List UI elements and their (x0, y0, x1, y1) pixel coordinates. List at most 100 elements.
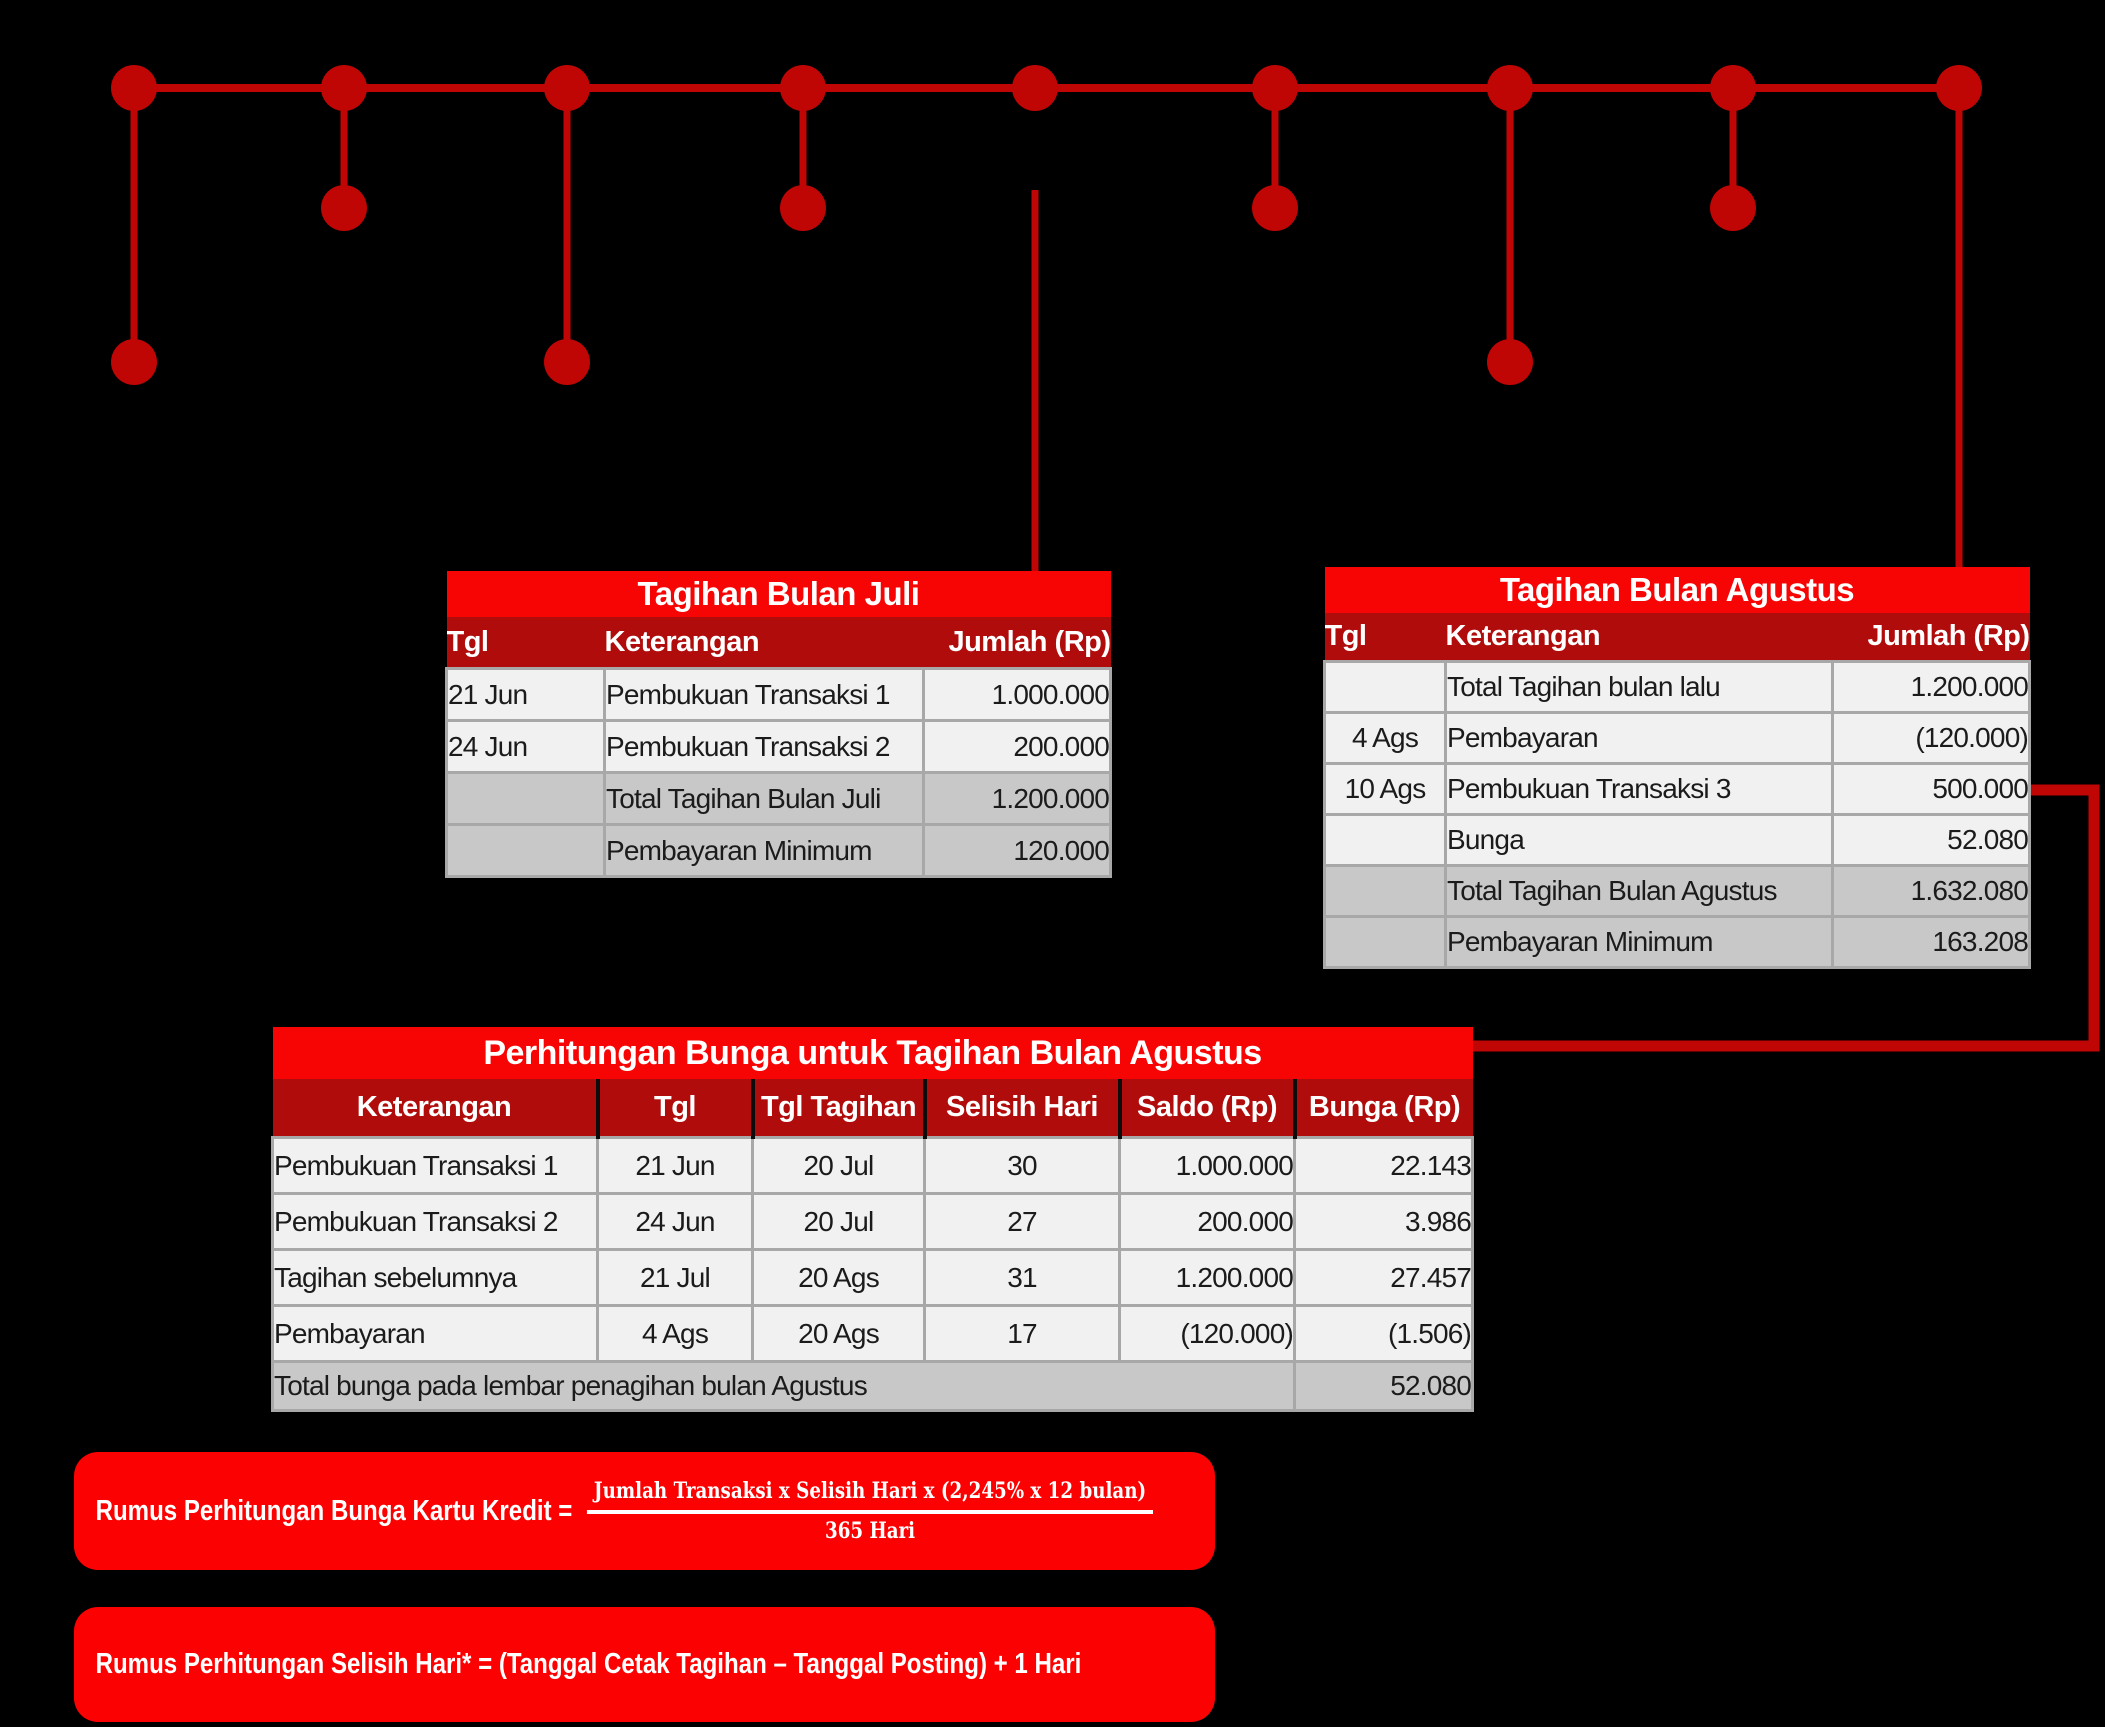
table-row: Pembayaran 4 Ags 20 Ags 17 (120.000) (1.… (271, 1304, 1475, 1363)
column-header-keterangan: Keterangan (1445, 613, 1833, 662)
cell-selisih: 17 (923, 1304, 1121, 1363)
cell-tgl (1323, 660, 1447, 714)
cell-tgl: 24 Jun (445, 719, 606, 774)
cell-tgl-tagihan: 20 Ags (751, 1248, 926, 1307)
timeline-node-dot (1252, 65, 1298, 111)
timeline-node-dot (1710, 65, 1756, 111)
timeline-event-dot (321, 185, 367, 231)
column-header-saldo: Saldo (Rp) (1117, 1079, 1295, 1138)
table-row: Tagihan Bulan Juli (446, 571, 1111, 617)
cell-keterangan: Pembayaran (271, 1304, 599, 1363)
formula-selisih-text: Rumus Perhitungan Selisih Hari* = (Tangg… (95, 1648, 1082, 1680)
timeline-event-dot (544, 339, 590, 385)
cell-saldo: (120.000) (1118, 1304, 1296, 1363)
table-row: Pembayaran Minimum 163.208 (1323, 915, 2032, 969)
column-header-jumlah: Jumlah (Rp) (923, 617, 1111, 669)
fraction-numerator: Jumlah Transaksi x Selisih Hari x (2,245… (587, 1478, 1153, 1514)
cell-selisih: 31 (923, 1248, 1121, 1307)
table-row: Perhitungan Bunga untuk Tagihan Bulan Ag… (272, 1027, 1473, 1079)
timeline-event-dot (1252, 185, 1298, 231)
cell-tgl-tagihan: 20 Ags (751, 1304, 926, 1363)
timeline-node-dot (544, 65, 590, 111)
timeline-event-dot (780, 185, 826, 231)
table-row: Pembukuan Transaksi 2 24 Jun 20 Jul 27 2… (271, 1192, 1475, 1251)
cell-jumlah: 1.200.000 (1830, 660, 2032, 714)
table-row: Keterangan Tgl Tgl Tagihan Selisih Hari … (272, 1079, 1473, 1138)
cell-keterangan: Pembayaran Minimum (1444, 915, 1834, 969)
fraction-denominator: 365 Hari (824, 1517, 916, 1544)
cell-keterangan: Pembukuan Transaksi 2 (603, 719, 925, 774)
timeline-node-dot (321, 65, 367, 111)
table-row: Total Tagihan Bulan Juli 1.200.000 (445, 771, 1113, 826)
cell-keterangan: Tagihan sebelumnya (271, 1248, 599, 1307)
formula-selisih-content: Rumus Perhitungan Selisih Hari* = (Tangg… (74, 1648, 1082, 1681)
cell-tgl: 4 Ags (596, 1304, 754, 1363)
cell-tgl (1323, 864, 1447, 918)
cell-saldo: 1.000.000 (1118, 1136, 1296, 1195)
table-row: 21 Jun Pembukuan Transaksi 1 1.000.000 (445, 667, 1113, 722)
cell-selisih: 27 (923, 1192, 1121, 1251)
timeline-node-dot (111, 65, 157, 111)
cell-jumlah: 120.000 (921, 823, 1113, 878)
column-header-tgl: Tgl (446, 617, 605, 669)
cell-bunga: 22.143 (1292, 1136, 1475, 1195)
cell-jumlah: 163.208 (1830, 915, 2032, 969)
cell-tgl (445, 771, 606, 826)
timeline-event-dot (1487, 339, 1533, 385)
column-header-tgl: Tgl (1324, 613, 1446, 662)
timeline-event-dot (1710, 185, 1756, 231)
table-row: 24 Jun Pembukuan Transaksi 2 200.000 (445, 719, 1113, 774)
cell-tgl (445, 823, 606, 878)
table-row: Total bunga pada lembar penagihan bulan … (271, 1360, 1475, 1412)
formula-fraction: Jumlah Transaksi x Selisih Hari x (2,245… (587, 1478, 1153, 1544)
table-row: Total Tagihan bulan lalu 1.200.000 (1323, 660, 2032, 714)
timeline-node-dot (780, 65, 826, 111)
column-header-selisih-hari: Selisih Hari (922, 1079, 1120, 1138)
cell-keterangan: Bunga (1444, 813, 1834, 867)
formula-bunga-content: Rumus Perhitungan Bunga Kartu Kredit = J… (74, 1478, 1153, 1544)
cell-keterangan: Total Tagihan bulan lalu (1444, 660, 1834, 714)
cell-keterangan: Pembukuan Transaksi 1 (603, 667, 925, 722)
column-header-keterangan: Keterangan (272, 1079, 598, 1138)
cell-keterangan: Pembukuan Transaksi 2 (271, 1192, 599, 1251)
table-tagihan-agustus: Tagihan Bulan Agustus Tgl Keterangan Jum… (1323, 567, 2032, 969)
cell-tgl: 21 Jun (596, 1136, 754, 1195)
cell-bunga: 3.986 (1292, 1192, 1475, 1251)
cell-jumlah: 1.000.000 (921, 667, 1113, 722)
table-row: Tagihan Bulan Agustus (1324, 567, 2030, 613)
cell-tgl-tagihan: 20 Jul (751, 1136, 926, 1195)
cell-keterangan: Pembukuan Transaksi 1 (271, 1136, 599, 1195)
table-title: Tagihan Bulan Agustus (1324, 567, 2030, 613)
column-header-bunga: Bunga (Rp) (1292, 1079, 1473, 1138)
cell-keterangan: Pembukuan Transaksi 3 (1444, 762, 1834, 816)
cell-keterangan: Total Tagihan Bulan Agustus (1444, 864, 1834, 918)
table-row: Pembayaran Minimum 120.000 (445, 823, 1113, 878)
table-perhitungan-bunga: Perhitungan Bunga untuk Tagihan Bulan Ag… (271, 1027, 1475, 1412)
cell-tgl: 21 Jun (445, 667, 606, 722)
timeline-node-dot (1936, 65, 1982, 111)
timeline-node-dot (1012, 65, 1058, 111)
cell-jumlah: 1.632.080 (1830, 864, 2032, 918)
column-header-keterangan: Keterangan (604, 617, 924, 669)
table-title: Perhitungan Bunga untuk Tagihan Bulan Ag… (272, 1027, 1473, 1079)
cell-keterangan: Pembayaran Minimum (603, 823, 925, 878)
cell-tgl-tagihan: 20 Jul (751, 1192, 926, 1251)
cell-saldo: 1.200.000 (1118, 1248, 1296, 1307)
cell-tgl (1323, 915, 1447, 969)
table-row: Tgl Keterangan Jumlah (Rp) (446, 617, 1111, 669)
column-header-tgl: Tgl (595, 1079, 753, 1138)
column-header-jumlah: Jumlah (Rp) (1832, 613, 2030, 662)
timeline-node-dot (1487, 65, 1533, 111)
table-row: 10 Ags Pembukuan Transaksi 3 500.000 (1323, 762, 2032, 816)
cell-jumlah: 52.080 (1830, 813, 2032, 867)
total-bunga-value: 52.080 (1292, 1360, 1475, 1412)
cell-tgl: 21 Jul (596, 1248, 754, 1307)
cell-bunga: 27.457 (1292, 1248, 1475, 1307)
formula-bunga-label: Rumus Perhitungan Bunga Kartu Kredit = (95, 1494, 573, 1527)
cell-tgl (1323, 813, 1447, 867)
connector-line (1471, 784, 2100, 1052)
cell-tgl: 24 Jun (596, 1192, 754, 1251)
cell-jumlah: 500.000 (1830, 762, 2032, 816)
formula-box-selisih: Rumus Perhitungan Selisih Hari* = (Tangg… (74, 1607, 1215, 1722)
